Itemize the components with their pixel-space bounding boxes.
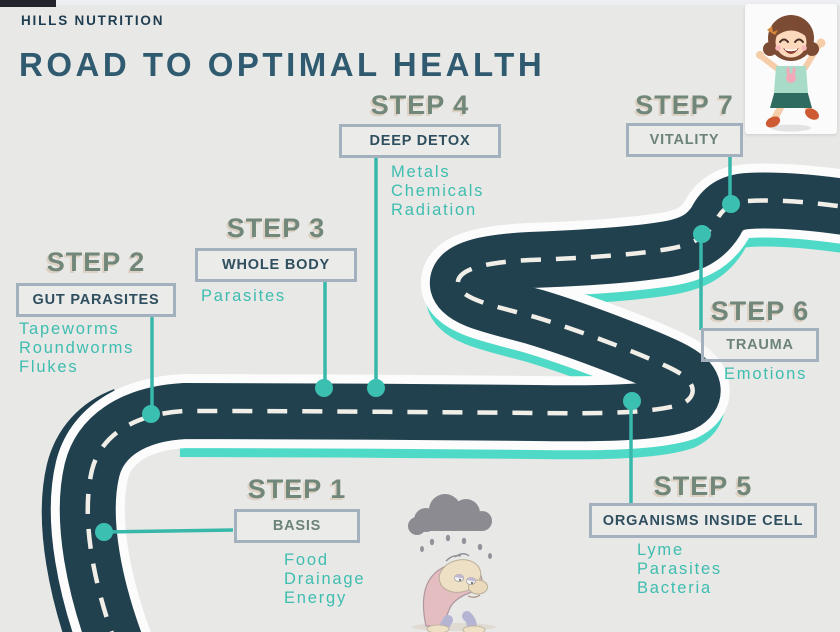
step-5-box: ORGANISMS INSIDE CELL xyxy=(589,503,817,538)
girl-blush xyxy=(775,45,781,51)
girl-right-eye xyxy=(794,38,804,43)
step-4-box: DEEP DETOX xyxy=(339,124,501,158)
step-6-dot xyxy=(693,225,711,243)
step-3-heading: STEP 3 xyxy=(226,213,326,243)
step-4-item: Chemicals xyxy=(391,182,485,200)
sad-man-mouth xyxy=(467,594,481,598)
step-1-item: Drainage xyxy=(284,570,366,588)
step-1-box-label: BASIS xyxy=(272,518,322,534)
girl-face xyxy=(775,26,807,58)
pupil xyxy=(470,581,474,585)
girl-hair-curl xyxy=(763,42,777,56)
step-3-box-label: WHOLE BODY xyxy=(222,257,330,273)
step-7-heading: STEP 7 xyxy=(635,90,734,120)
connector-step-1 xyxy=(105,528,234,534)
step-5-item: Lyme xyxy=(637,541,684,559)
step-6-items: Emotions xyxy=(724,365,807,384)
step-6-box: TRAUMA xyxy=(701,328,819,362)
rain-drop xyxy=(445,534,451,542)
girl-bunny-ear xyxy=(792,67,796,75)
girl-skirt xyxy=(770,90,812,108)
step-7-dot xyxy=(722,195,740,213)
step-4-item: Metals xyxy=(391,163,451,181)
step-4-heading: STEP 4 xyxy=(370,90,470,120)
sad-man-hair xyxy=(445,553,470,562)
connector-lines xyxy=(105,156,732,534)
step-1-item: Food xyxy=(284,551,329,569)
step-7-box-label: VITALITY xyxy=(649,132,720,148)
girl-left-shoe xyxy=(765,116,781,128)
girl-right-shoe xyxy=(805,108,819,120)
step-1-box: BASIS xyxy=(234,509,360,543)
step-6-box-label: TRAUMA xyxy=(726,337,794,353)
sad-man-eyes xyxy=(454,574,477,586)
step-1-items: Food Drainage Energy xyxy=(284,551,365,608)
girl-left-hand xyxy=(756,51,764,59)
step-6-item: Emotions xyxy=(724,365,808,383)
brand-name: HILLS NUTRITION xyxy=(21,13,165,28)
step-2-items: Tapeworms Roundworms Flukes xyxy=(19,320,134,377)
step-2-item: Roundworms xyxy=(19,339,135,357)
step-2-box: GUT PARASITES xyxy=(16,283,176,317)
step-5-heading: STEP 5 xyxy=(653,471,753,501)
girl-right-hand xyxy=(816,38,826,48)
step-4-items: Metals Chemicals Radiation xyxy=(391,163,484,220)
girl-hair-curl xyxy=(805,42,819,56)
step-5-item: Parasites xyxy=(637,560,722,578)
step-7-box: VITALITY xyxy=(626,123,743,157)
step-1-dot xyxy=(95,523,113,541)
rain-drops xyxy=(420,534,492,559)
page-title: ROAD TO OPTIMAL HEALTH xyxy=(19,46,546,83)
sad-man-foot xyxy=(426,624,450,632)
window-chrome-fragment xyxy=(0,0,56,7)
sad-man-illustration xyxy=(408,494,496,632)
step-2-dot xyxy=(142,405,160,423)
step-5-box-label: ORGANISMS INSIDE CELL xyxy=(602,512,804,529)
girl-bangs xyxy=(775,23,807,37)
girl-hair-bow xyxy=(767,26,778,35)
step-2-item: Tapeworms xyxy=(19,320,120,338)
sad-man-foot xyxy=(462,625,486,632)
step-5-item: Bacteria xyxy=(637,579,712,597)
step-3-items: Parasites xyxy=(201,287,286,306)
pupil xyxy=(458,578,462,582)
jumping-girl-illustration xyxy=(756,15,826,132)
step-2-box-label: GUT PARASITES xyxy=(32,292,160,308)
step-3-item: Parasites xyxy=(201,287,286,305)
step-2-item: Flukes xyxy=(19,358,79,376)
step-4-dot xyxy=(367,379,385,397)
eyelid xyxy=(454,574,464,579)
eyelid xyxy=(466,577,476,582)
jumping-girl-card xyxy=(745,4,837,134)
step-1-item: Energy xyxy=(284,589,348,607)
girl-shadow xyxy=(771,124,811,132)
step-5-dot xyxy=(623,392,641,410)
rain-drop xyxy=(429,538,435,546)
top-strip xyxy=(0,0,840,5)
step-2-heading: STEP 2 xyxy=(46,247,146,277)
girl-left-eye xyxy=(779,38,789,43)
step-4-box-label: DEEP DETOX xyxy=(369,133,471,149)
rain-drop xyxy=(477,543,483,551)
milestone-dots xyxy=(95,195,740,541)
girl-teeth xyxy=(785,48,797,52)
step-3-box: WHOLE BODY xyxy=(195,248,357,282)
rain-cloud-icon xyxy=(408,494,492,535)
step-6-heading: STEP 6 xyxy=(710,296,810,326)
cloud-base xyxy=(415,518,485,531)
step-4-item: Radiation xyxy=(391,201,477,219)
rain-drop xyxy=(461,537,467,545)
step-5-items: Lyme Parasites Bacteria xyxy=(637,541,722,598)
girl-bunny-ear xyxy=(786,67,790,75)
rain-drop xyxy=(488,553,492,559)
girl-blush xyxy=(801,45,807,51)
girl-shirt-bunny xyxy=(786,73,796,83)
step-1-heading: STEP 1 xyxy=(247,474,347,504)
step-3-dot xyxy=(315,379,333,397)
sad-man-arm xyxy=(434,589,445,629)
rain-drop xyxy=(420,546,424,552)
